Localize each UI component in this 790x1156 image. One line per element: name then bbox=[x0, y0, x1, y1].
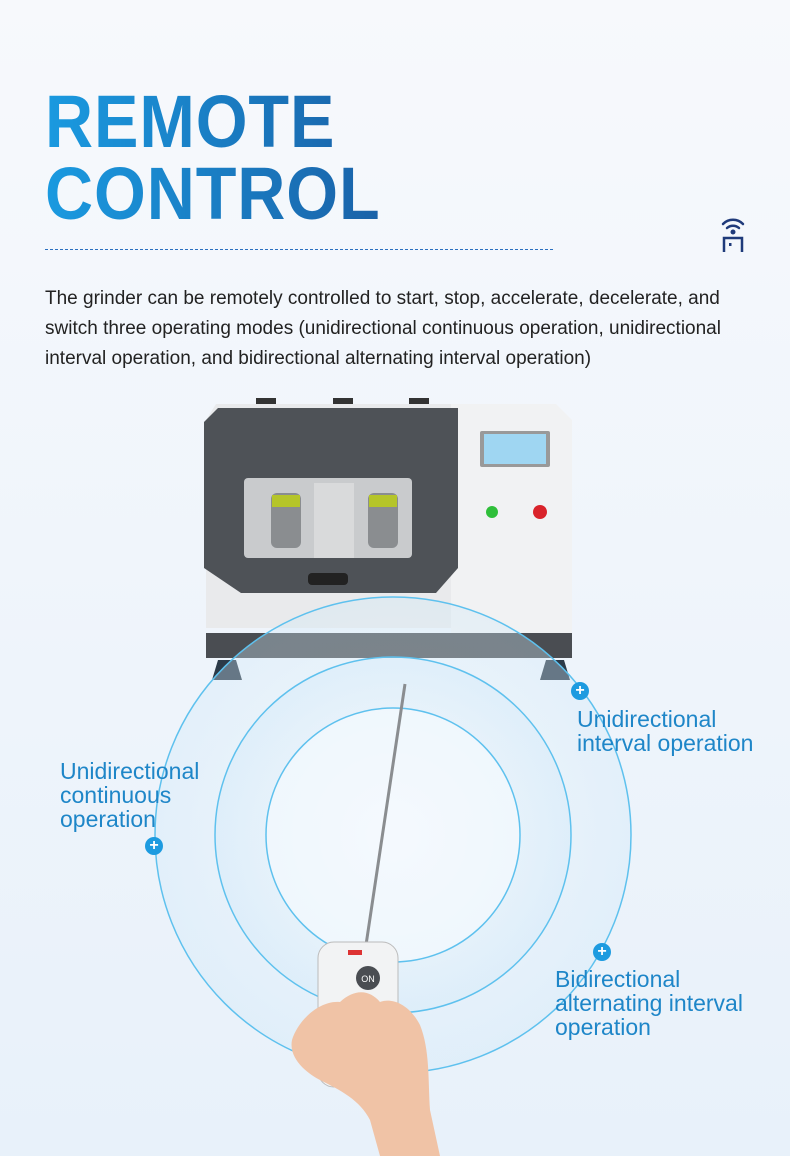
label-line: Unidirectional bbox=[577, 706, 717, 732]
title-line-1: REMOTE bbox=[45, 80, 336, 163]
description: The grinder can be remotely controlled t… bbox=[45, 288, 721, 369]
divider bbox=[45, 249, 553, 250]
label-line: operation bbox=[60, 806, 156, 832]
mode-label-interval: Unidirectional interval operation bbox=[577, 707, 753, 755]
label-line: alternating interval bbox=[555, 990, 743, 1016]
remote-signal-icon bbox=[721, 218, 745, 252]
plus-icon[interactable]: + bbox=[593, 943, 611, 961]
label-line: Unidirectional bbox=[60, 758, 200, 784]
mode-label-continuous: Unidirectional continuous operation bbox=[60, 759, 199, 831]
page-title: REMOTE CONTROL bbox=[45, 86, 381, 230]
plus-icon[interactable]: + bbox=[145, 837, 163, 855]
mode-label-bidirectional: Bidirectional alternating interval opera… bbox=[555, 967, 743, 1039]
plus-icon[interactable]: + bbox=[571, 682, 589, 700]
remote-on-button-label: ON bbox=[361, 974, 375, 984]
label-line: continuous bbox=[60, 782, 172, 808]
grinder-machine-image bbox=[204, 398, 572, 680]
label-line: interval operation bbox=[577, 730, 754, 756]
label-line: Bidirectional bbox=[555, 966, 681, 992]
remote-control-image: ON bbox=[291, 683, 440, 1156]
label-line: operation bbox=[555, 1014, 651, 1040]
title-line-2: CONTROL bbox=[45, 152, 381, 235]
